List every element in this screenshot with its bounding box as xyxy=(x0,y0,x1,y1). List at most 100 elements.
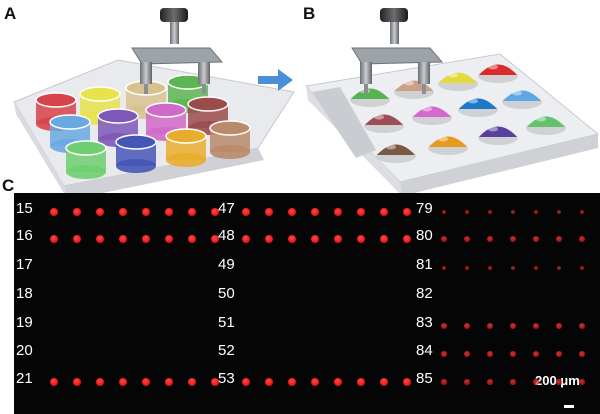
droplet xyxy=(526,116,566,135)
fluorescent-spot xyxy=(242,378,250,386)
fluorescent-spot xyxy=(403,378,411,386)
droplet xyxy=(478,126,518,145)
row-number-label: 83 xyxy=(416,314,433,331)
fluorescent-spot xyxy=(579,379,585,385)
row-number-label: 80 xyxy=(416,227,433,244)
fluorescent-spot xyxy=(242,235,250,243)
row-number-label: 17 xyxy=(16,256,33,273)
fluorescent-spot xyxy=(334,208,342,216)
fluorescent-spot xyxy=(579,265,585,271)
fluorescent-spot xyxy=(464,209,470,215)
fluorescent-spot xyxy=(380,208,388,216)
fluorescent-spot xyxy=(441,323,447,329)
fluorescent-spot xyxy=(579,323,585,329)
fluorescent-spot xyxy=(441,265,447,271)
fluorescent-spot xyxy=(464,323,470,329)
fluorescent-spot xyxy=(487,265,493,271)
fluorescent-spot xyxy=(487,351,493,357)
fluorescent-spot xyxy=(142,208,150,216)
droplet xyxy=(428,136,468,155)
fluorescent-spot xyxy=(265,208,273,216)
fluorescent-spot xyxy=(441,209,447,215)
droplet xyxy=(438,72,478,91)
fluorescent-spot xyxy=(119,378,127,386)
fluorescent-spot xyxy=(464,351,470,357)
fluorescent-spot xyxy=(510,265,516,271)
fluorescent-spot xyxy=(188,208,196,216)
droplet xyxy=(364,114,404,133)
fluorescent-spot xyxy=(510,379,516,385)
fluorescent-spot xyxy=(533,236,539,242)
panel-a-well-plate xyxy=(13,59,295,200)
panel-a-pin-tool xyxy=(131,8,224,94)
fluorescent-spot xyxy=(380,235,388,243)
fluorescent-spot xyxy=(50,208,58,216)
fluorescent-spot xyxy=(165,208,173,216)
fluorescent-spot xyxy=(50,235,58,243)
fluorescent-spot xyxy=(533,351,539,357)
fluorescent-spot xyxy=(119,235,127,243)
well xyxy=(209,120,251,159)
droplet xyxy=(376,144,416,163)
panel-b-slide xyxy=(304,53,600,196)
droplet xyxy=(412,106,452,125)
transfer-arrow xyxy=(258,69,293,91)
panel-b-pin-tool xyxy=(351,8,444,94)
fluorescent-spot xyxy=(311,235,319,243)
fluorescent-spot xyxy=(334,235,342,243)
fluorescent-spot xyxy=(441,379,447,385)
fluorescent-spot xyxy=(441,351,447,357)
fluorescent-spot xyxy=(464,236,470,242)
row-number-label: 19 xyxy=(16,314,33,331)
fluorescent-spot xyxy=(403,208,411,216)
droplet xyxy=(458,98,498,117)
panel-label-b: B xyxy=(303,4,316,23)
row-number-label: 82 xyxy=(416,285,433,302)
fluorescent-spot xyxy=(556,265,562,271)
fluorescent-spot xyxy=(211,378,219,386)
fluorescent-spot xyxy=(556,209,562,215)
row-number-label: 85 xyxy=(416,370,433,387)
fluorescent-spot xyxy=(73,378,81,386)
row-number-label: 50 xyxy=(218,285,235,302)
fluorescent-spot xyxy=(380,378,388,386)
fluorescent-spot xyxy=(165,235,173,243)
fluorescent-spot xyxy=(487,379,493,385)
row-number-label: 53 xyxy=(218,370,235,387)
fluorescent-spot xyxy=(265,378,273,386)
row-number-label: 79 xyxy=(416,200,433,217)
droplet xyxy=(350,88,390,107)
fluorescent-spot xyxy=(487,323,493,329)
fluorescent-spot xyxy=(188,378,196,386)
fluorescent-spot xyxy=(487,236,493,242)
panel-label-a: A xyxy=(4,4,17,23)
fluorescent-spot xyxy=(211,208,219,216)
panel-label-c: C xyxy=(2,176,15,195)
row-number-label: 52 xyxy=(218,342,235,359)
scale-bar xyxy=(564,405,574,408)
fluorescent-spot xyxy=(487,209,493,215)
row-number-label: 84 xyxy=(416,342,433,359)
row-number-label: 47 xyxy=(218,200,235,217)
fluorescent-spot xyxy=(556,236,562,242)
fluorescent-spot xyxy=(579,351,585,357)
fluorescent-spot xyxy=(579,209,585,215)
fluorescent-spot xyxy=(357,235,365,243)
row-number-label: 18 xyxy=(16,285,33,302)
well xyxy=(65,140,107,179)
row-number-label: 16 xyxy=(16,227,33,244)
fluorescent-spot xyxy=(288,208,296,216)
fluorescent-spot xyxy=(142,378,150,386)
fluorescent-spot xyxy=(556,379,562,385)
fluorescent-spot xyxy=(73,208,81,216)
well xyxy=(115,134,157,173)
row-number-label: 21 xyxy=(16,370,33,387)
fluorescent-spot xyxy=(533,209,539,215)
fluorescent-spot xyxy=(533,323,539,329)
fluorescent-spot xyxy=(96,208,104,216)
fluorescent-spot xyxy=(579,236,585,242)
row-number-label: 81 xyxy=(416,256,433,273)
fluorescent-spot xyxy=(357,378,365,386)
fluorescent-spot xyxy=(510,351,516,357)
